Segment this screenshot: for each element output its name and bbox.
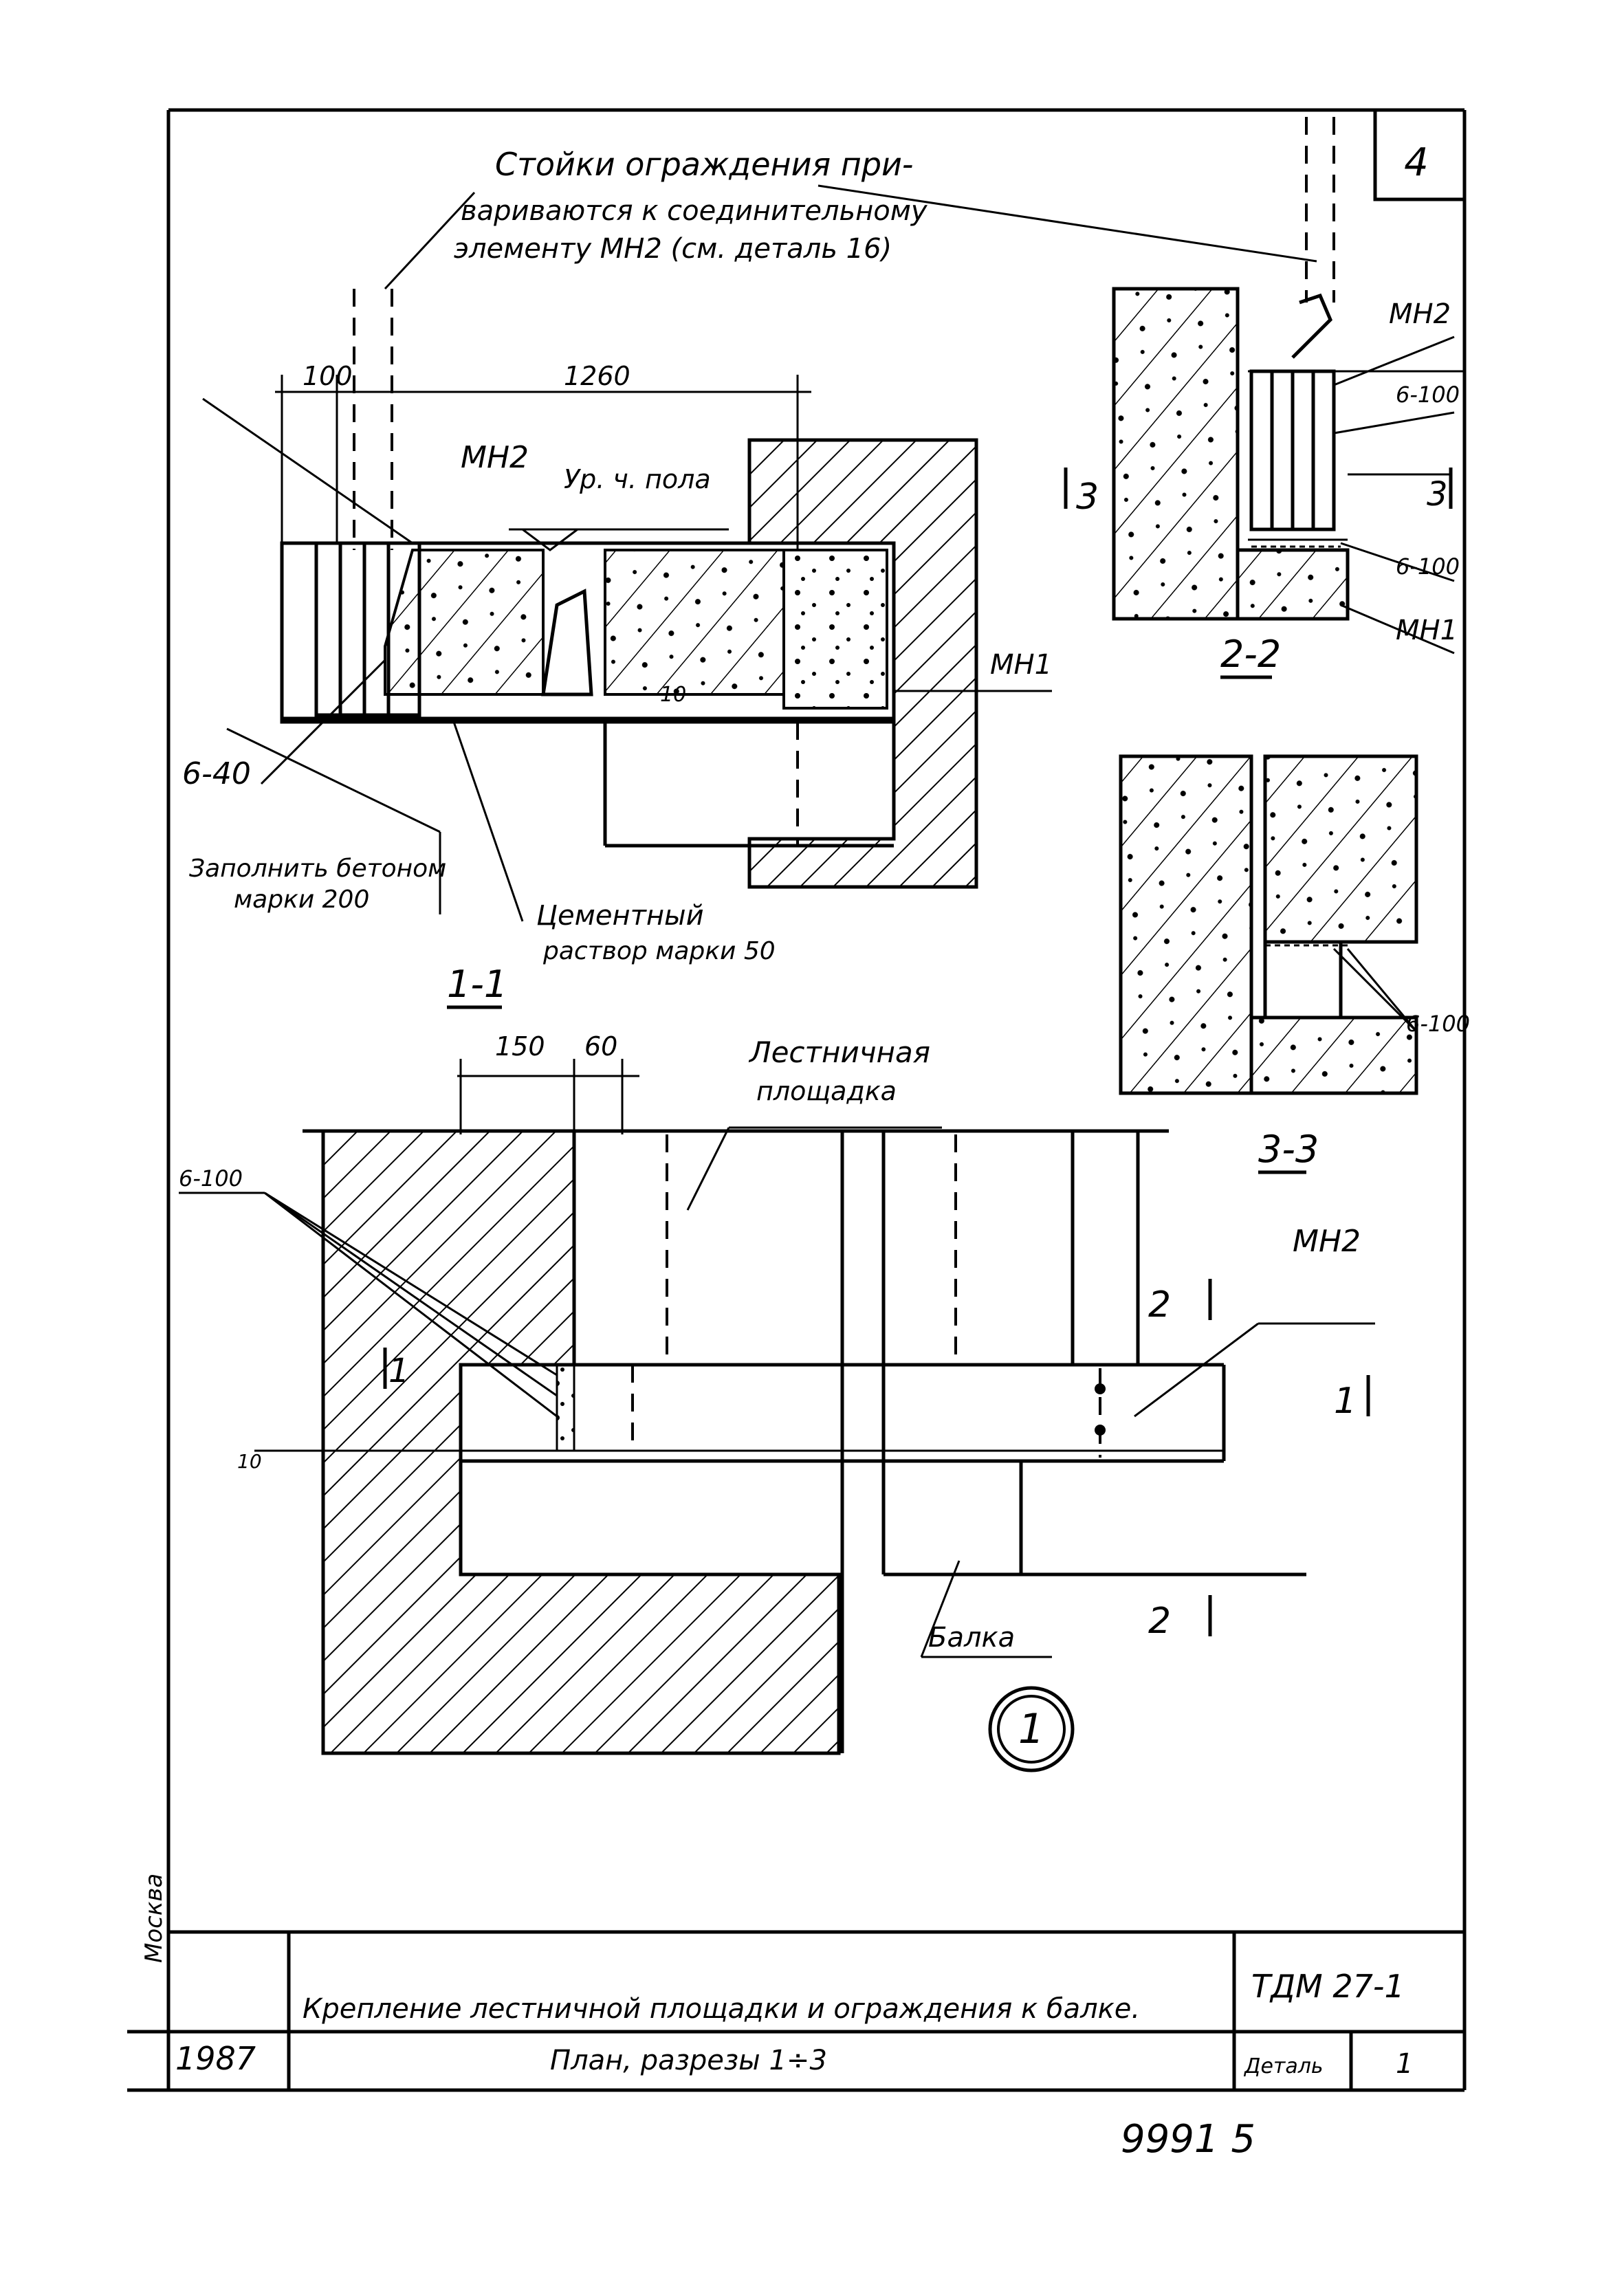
wall-concrete-3 xyxy=(1119,754,1253,1095)
landing-label-line1: Лестничная xyxy=(748,1035,930,1069)
beam-concrete-3 xyxy=(1249,1015,1418,1095)
title-block xyxy=(127,1930,1467,2092)
title-line1: Крепление лестничной площадки и огражден… xyxy=(303,1993,1140,2025)
floor-level-label: Ур. ч. пола xyxy=(564,464,711,494)
section-1-1-label: 1-1 xyxy=(447,963,507,1006)
dim-60: 60 xyxy=(584,1031,617,1062)
section-2-2 xyxy=(1064,117,1464,679)
cut-3-left: 3 xyxy=(1076,476,1099,518)
cut-2-top: 2 xyxy=(1148,1284,1171,1326)
cut-1-right: 1 xyxy=(1334,1381,1357,1422)
channel-void xyxy=(541,589,593,696)
cut-2-bottom: 2 xyxy=(1148,1601,1171,1642)
detail-mark-circle xyxy=(988,1686,1075,1772)
plan-view xyxy=(179,1059,1375,1772)
cut-3-right: 3 xyxy=(1427,475,1448,514)
label-mh1-section2: МН1 xyxy=(1396,615,1458,646)
section-2-2-label: 2-2 xyxy=(1220,633,1281,676)
detail-value: 1 xyxy=(1396,2048,1413,2080)
label-mh2-plan: МН2 xyxy=(1293,1224,1361,1259)
weld-6-100-b: 6-100 xyxy=(1396,553,1460,580)
weld-6-100-plan: 6-100 xyxy=(179,1165,243,1192)
cut-1-left: 1 xyxy=(388,1352,410,1390)
embedded-plate-mh2 xyxy=(314,541,421,717)
posts-note-line3: элементу МН2 (см. деталь 16) xyxy=(454,233,892,265)
title-line2: План, разрезы 1÷3 xyxy=(550,2045,827,2076)
label-mh2-section1: МН2 xyxy=(461,440,529,475)
weld-plate-plan xyxy=(556,1363,575,1452)
wall-concrete xyxy=(1112,287,1240,621)
section-1-1 xyxy=(202,184,1317,1009)
slab-concrete-3 xyxy=(1263,754,1418,944)
beam-label: Балка xyxy=(928,1622,1015,1654)
year-label: 1987 xyxy=(175,2040,256,2077)
sheet-number: 4 xyxy=(1404,140,1429,185)
weld-6-40: 6-40 xyxy=(182,756,251,791)
detail-label: Деталь xyxy=(1243,2054,1324,2078)
beam-void-3 xyxy=(1263,940,1343,1020)
landing-slab xyxy=(280,541,896,724)
fill-note-line1: Заполнить бетоном xyxy=(189,855,446,883)
beam-concrete xyxy=(1236,548,1350,621)
dim-1260: 1260 xyxy=(564,361,630,391)
label-mh1-section1: МН1 xyxy=(990,649,1052,681)
posts-note-line1: Стойки ограждения при- xyxy=(495,146,914,183)
sheet-frame xyxy=(166,108,1467,1932)
weld-6-100-section3: 6-100 xyxy=(1406,1011,1470,1037)
stamp-number: 9991 5 xyxy=(1121,2117,1255,2162)
detail-mark-number: 1 xyxy=(1018,1705,1044,1753)
landing-label-line2: площадка xyxy=(756,1076,897,1106)
section-3-3 xyxy=(1119,754,1418,1174)
city-label: Москва xyxy=(140,1874,168,1963)
label-mh2-section2: МН2 xyxy=(1389,298,1451,330)
mortar-note-line2: раствор марки 50 xyxy=(542,937,776,965)
dim-10-plan: 10 xyxy=(237,1450,262,1473)
posts-note-line2: вариваются к соединительному xyxy=(461,195,928,227)
document-code: ТДМ 27-1 xyxy=(1251,1968,1405,2005)
concrete-fill-right xyxy=(782,549,888,710)
dim-10-section1: 10 xyxy=(660,683,686,707)
dim-150: 150 xyxy=(495,1031,545,1062)
weld-6-100-a: 6-100 xyxy=(1396,382,1460,408)
fill-note-line2: марки 200 xyxy=(234,886,369,914)
dim-100: 100 xyxy=(303,361,353,391)
mortar-note-line1: Цементный xyxy=(536,900,704,932)
section-3-3-label: 3-3 xyxy=(1258,1128,1319,1171)
